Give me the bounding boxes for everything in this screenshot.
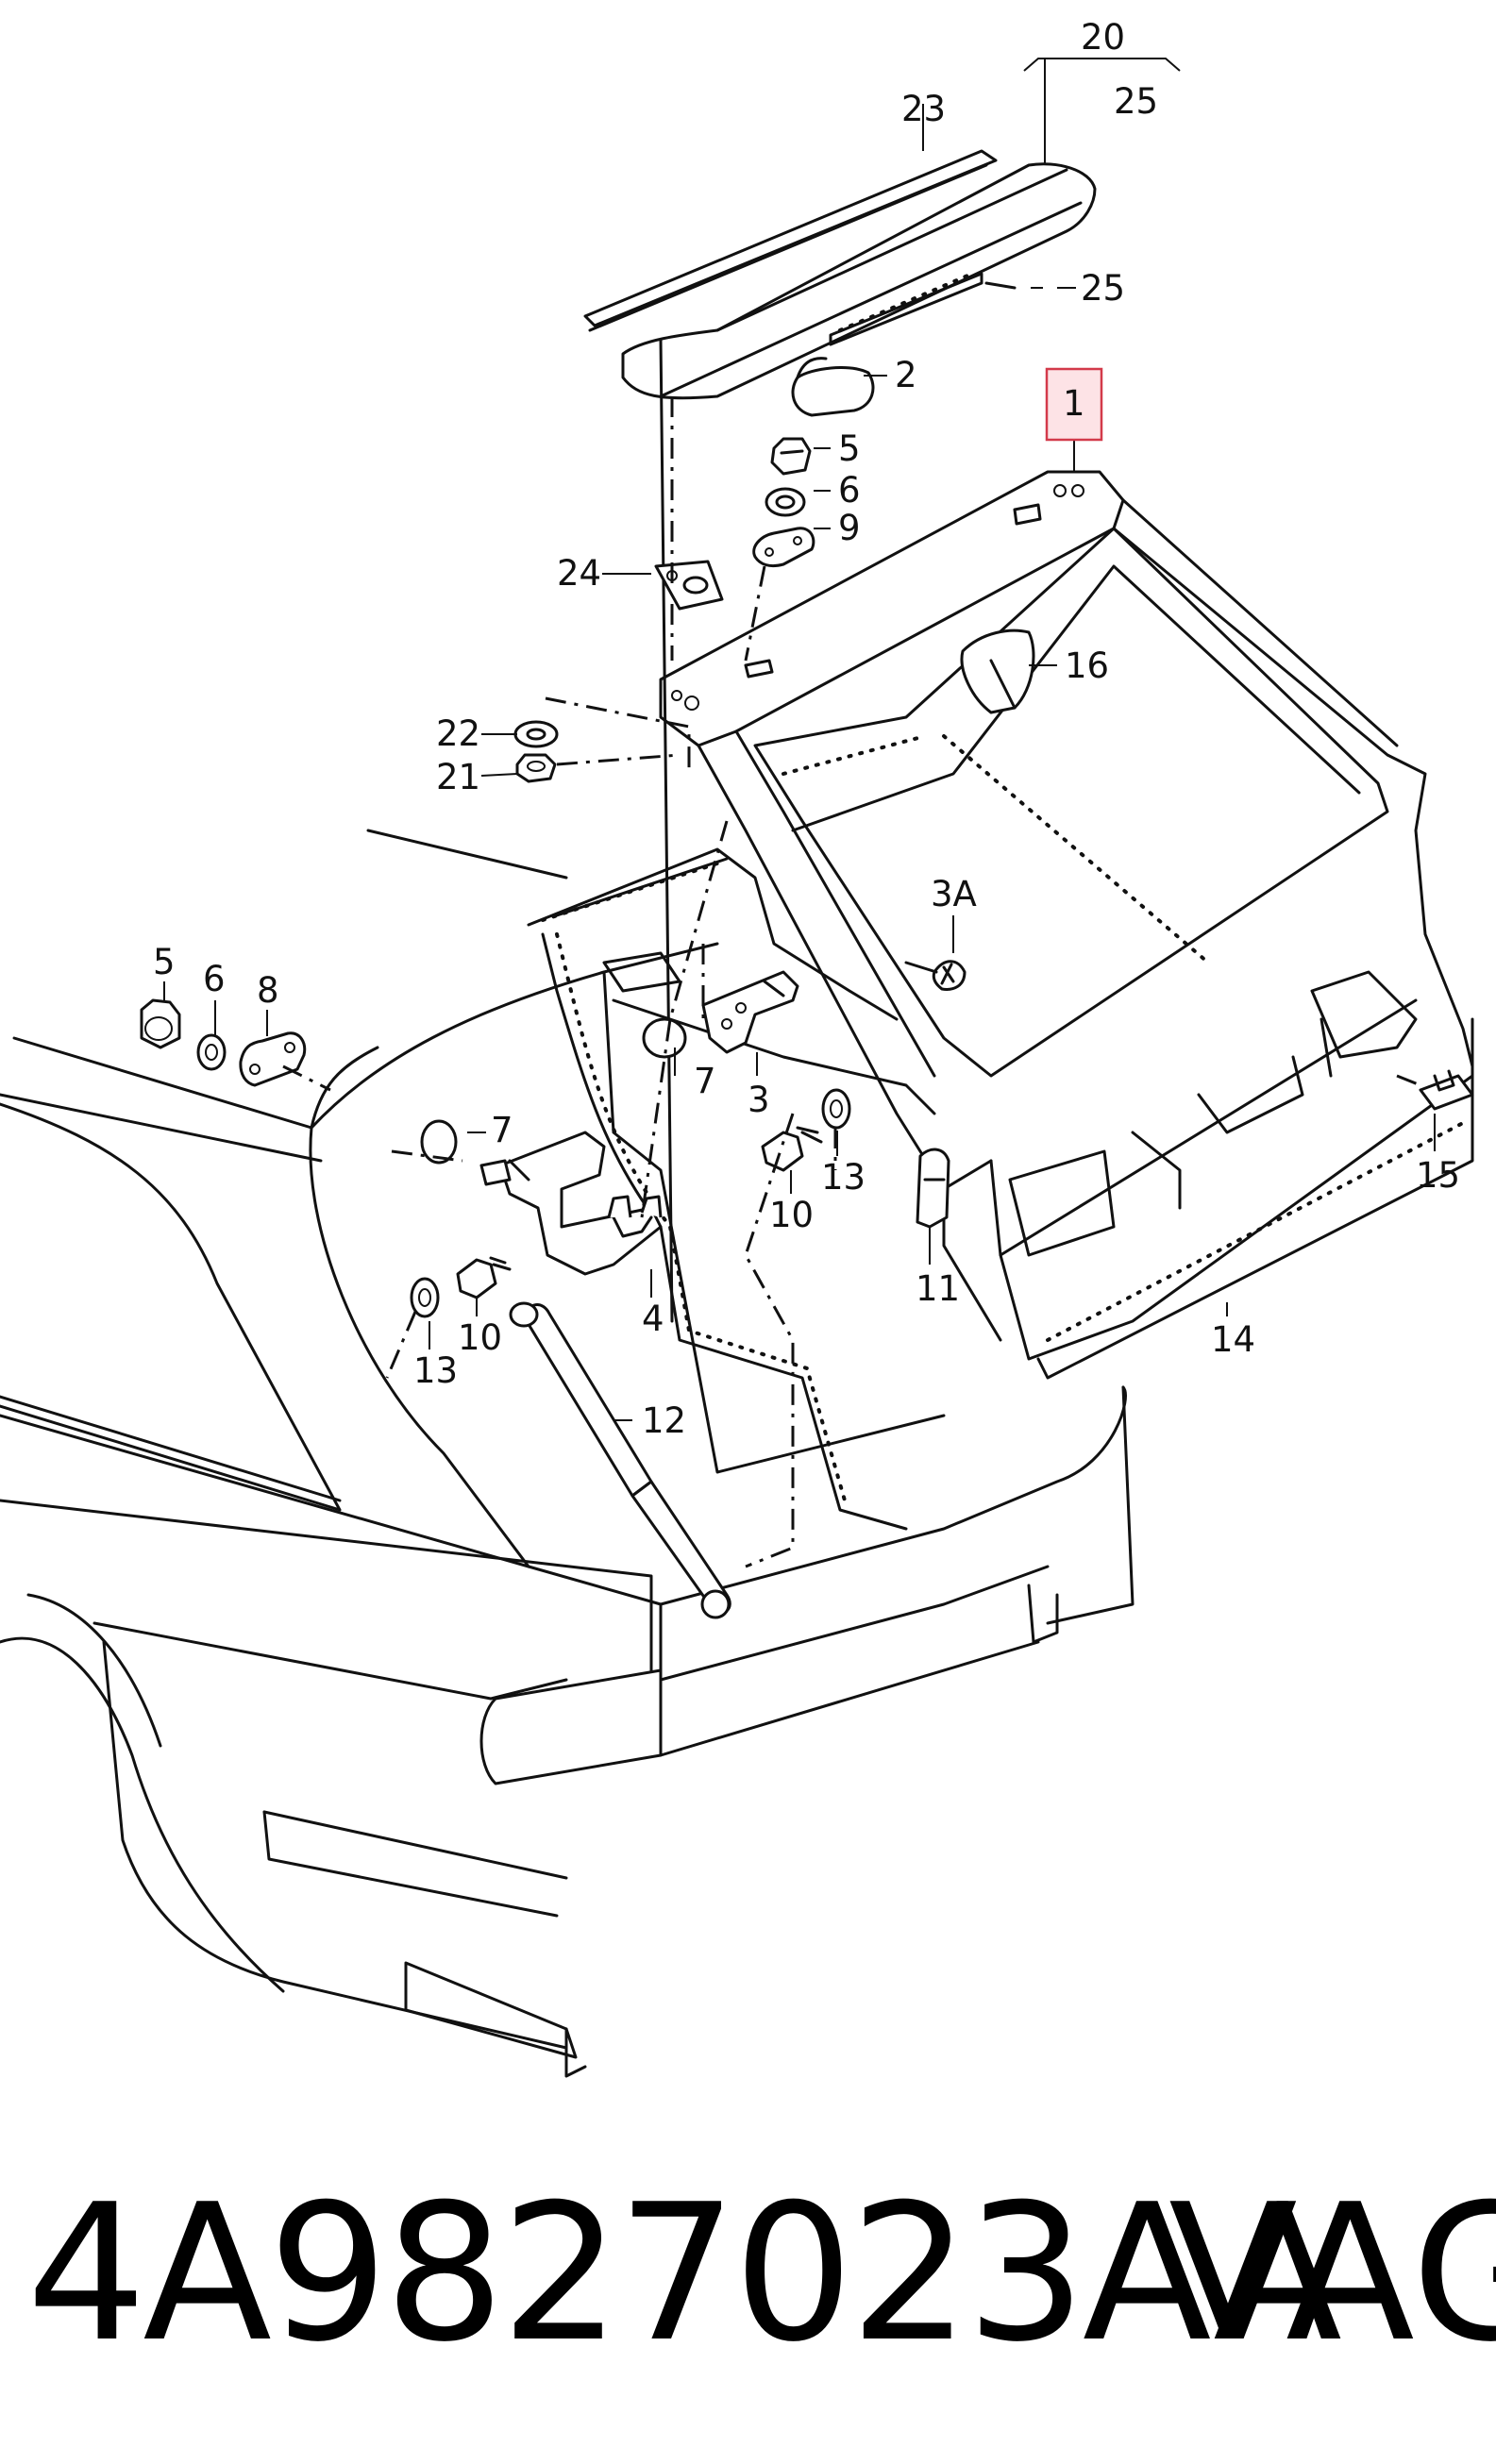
- part-number: 4A9827023AA: [26, 2164, 1342, 2384]
- callout-21: 21: [436, 757, 480, 797]
- callout-8: 8: [257, 970, 279, 1011]
- callout-5-top: 5: [838, 428, 861, 469]
- highlight-box-part-1: [1045, 367, 1103, 442]
- callout-5-left: 5: [153, 942, 176, 982]
- callout-23: 23: [901, 89, 946, 129]
- small-parts: [140, 357, 1474, 1619]
- tailgate: [659, 470, 1474, 1380]
- callout-13-left: 13: [413, 1350, 458, 1391]
- callout-3A: 3A: [931, 874, 977, 914]
- car-body: [0, 829, 1135, 2078]
- callout-1: 1: [1063, 383, 1085, 424]
- callout-25: 25: [1081, 268, 1125, 309]
- callout-6-top: 6: [838, 470, 861, 511]
- callout-24: 24: [557, 553, 601, 594]
- callout-13-center: 13: [821, 1157, 866, 1198]
- spoiler: [583, 149, 1097, 1323]
- callout-12: 12: [642, 1400, 686, 1441]
- callout-labels: 20 25 23 25 2 1 5 6 9 24 16 22 21 3A 5 6…: [153, 17, 1460, 1441]
- callout-7-left: 7: [491, 1110, 513, 1150]
- callout-22: 22: [436, 713, 480, 754]
- callout-25-top: 25: [1114, 81, 1158, 122]
- assembly-lines: [282, 396, 1421, 1568]
- callout-20: 20: [1081, 17, 1125, 58]
- callout-4: 4: [642, 1299, 664, 1339]
- callout-10-center: 10: [769, 1195, 814, 1235]
- callout-6-left: 6: [203, 959, 226, 999]
- callout-10-left: 10: [458, 1317, 502, 1358]
- callout-7-center: 7: [694, 1061, 716, 1101]
- callout-14: 14: [1211, 1319, 1255, 1360]
- callout-3: 3: [748, 1080, 770, 1120]
- callout-9: 9: [838, 508, 861, 548]
- brand-name: VAG: [1168, 2164, 1496, 2384]
- callout-15: 15: [1416, 1155, 1460, 1196]
- callout-16: 16: [1065, 645, 1109, 686]
- callout-2: 2: [895, 355, 917, 395]
- callout-11: 11: [916, 1268, 960, 1309]
